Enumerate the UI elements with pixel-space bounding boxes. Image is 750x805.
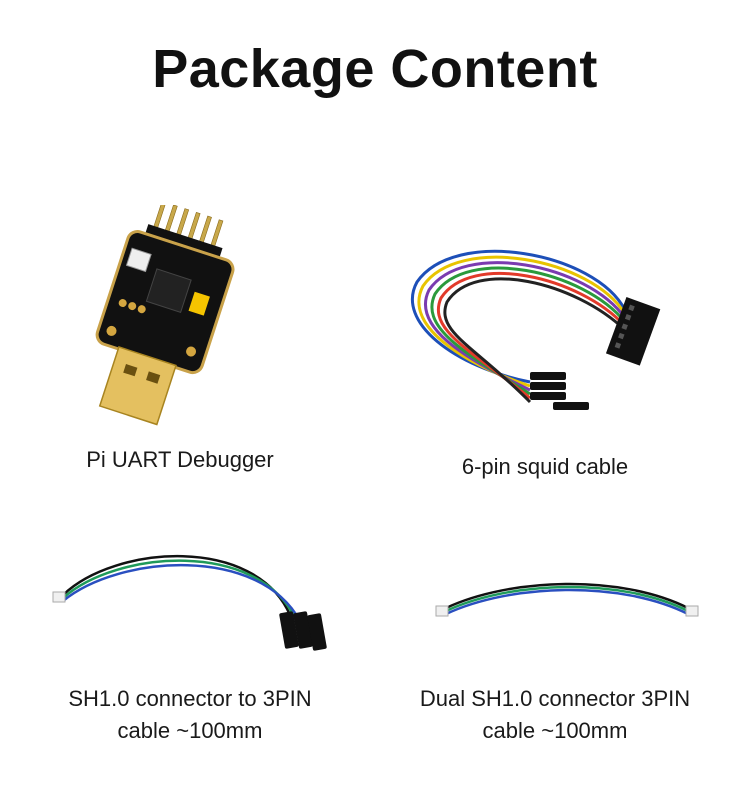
caption-squid-cable: 6-pin squid cable: [405, 451, 685, 483]
caption-line: cable ~100mm: [117, 718, 263, 743]
squid-cable-image: [410, 249, 661, 410]
caption-line: Dual SH1.0 connector 3PIN: [419, 686, 691, 711]
caption-dual-sh10: Dual SH1.0 connector 3PIN cable ~100mm: [385, 683, 725, 747]
uart-debugger-image: [95, 205, 235, 426]
sh10-to-3pin-cable-image: [52, 555, 327, 651]
caption-uart-debugger: Pi UART Debugger: [40, 444, 320, 476]
caption-sh10-to-3pin: SH1.0 connector to 3PIN cable ~100mm: [20, 683, 360, 747]
caption-line: 6-pin squid cable: [461, 454, 629, 479]
caption-line: SH1.0 connector to 3PIN: [68, 686, 312, 711]
dual-sh10-cable-image: [435, 582, 699, 617]
caption-line: cable ~100mm: [482, 718, 628, 743]
caption-line: Pi UART Debugger: [86, 447, 274, 472]
page-title: Package Content: [152, 39, 598, 99]
